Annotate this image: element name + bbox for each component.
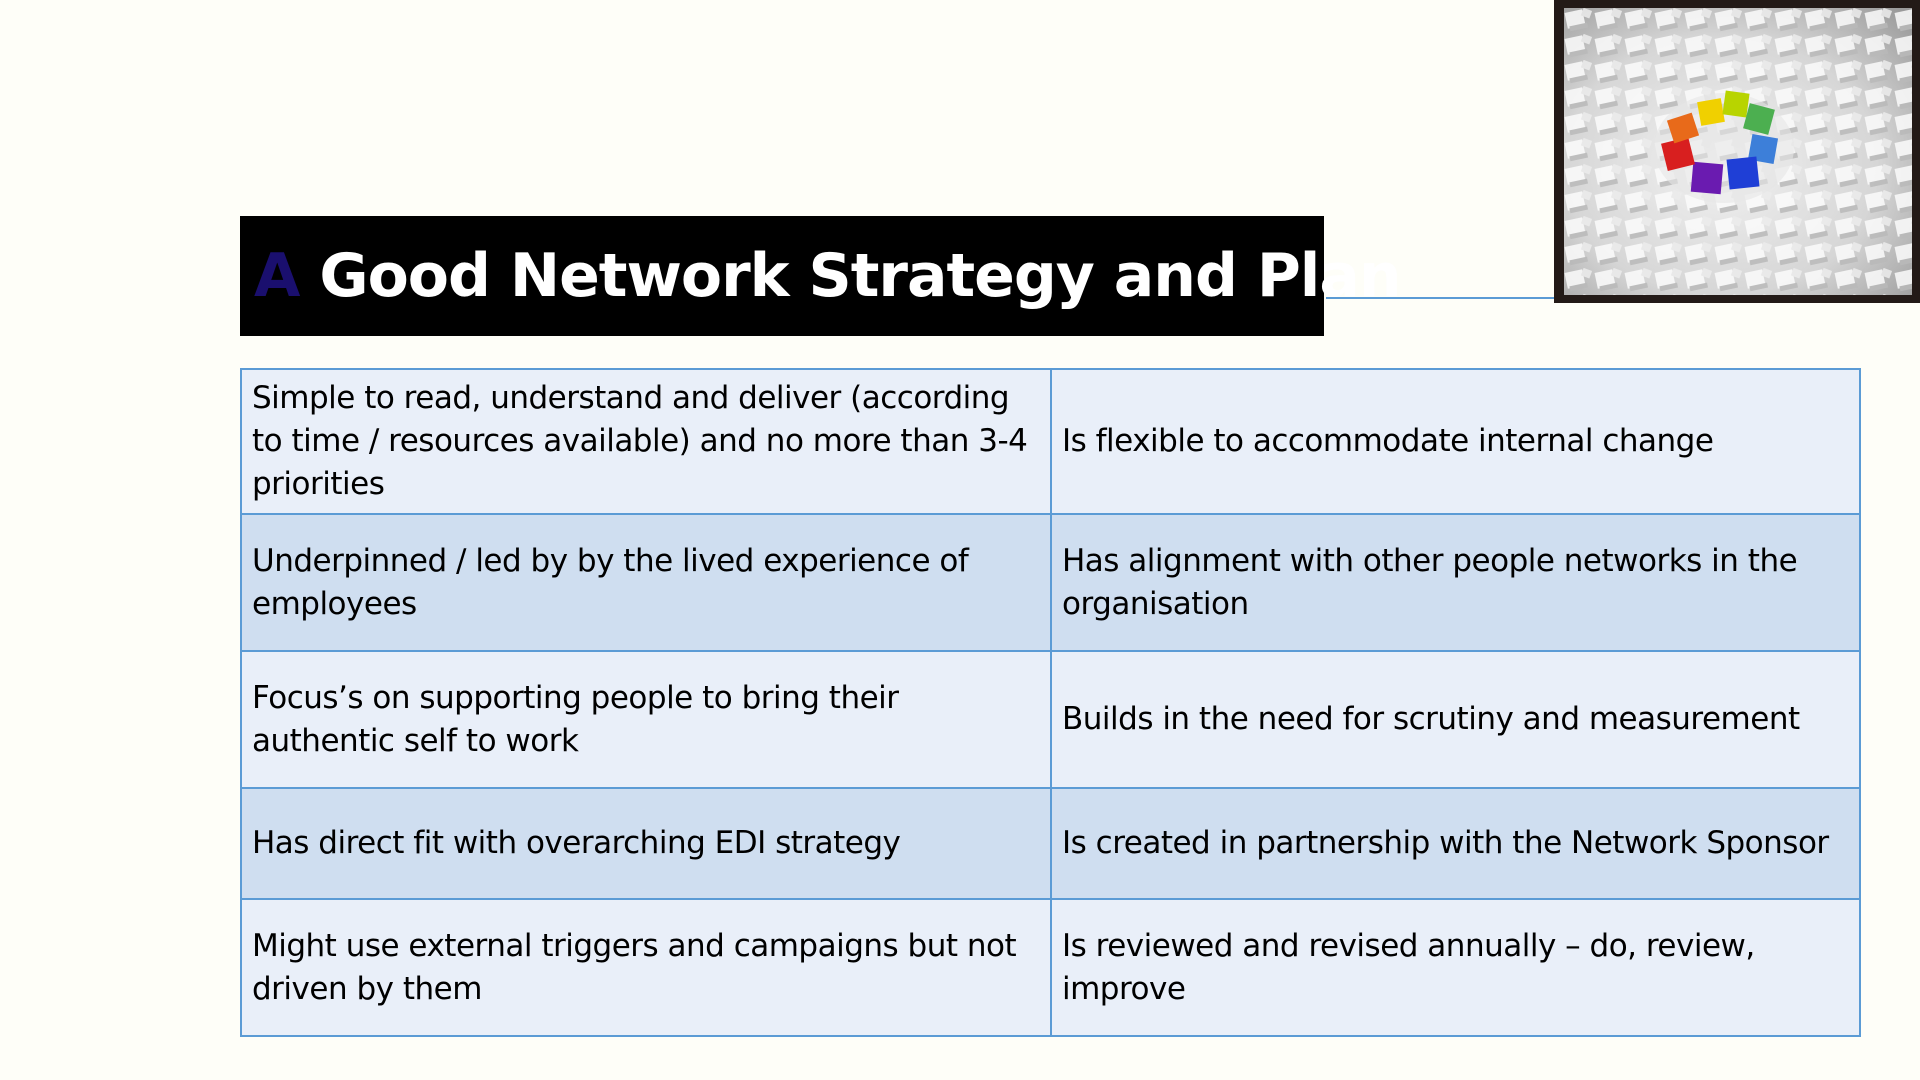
- slide-title: A Good Network Strategy and Plan: [254, 241, 1402, 311]
- table-row: Underpinned / led by by the lived experi…: [240, 513, 1861, 652]
- table-row: Focus’s on supporting people to bring th…: [240, 650, 1861, 789]
- cubes-circle-image: [1554, 0, 1920, 303]
- table-cell-right: Is flexible to accommodate internal chan…: [1050, 368, 1861, 515]
- table-cell-left: Might use external triggers and campaign…: [240, 898, 1052, 1037]
- table-cell-right: Builds in the need for scrutiny and meas…: [1050, 650, 1861, 789]
- table-cell-right: Has alignment with other people networks…: [1050, 513, 1861, 652]
- table-cell-left: Underpinned / led by by the lived experi…: [240, 513, 1052, 652]
- table-cell-left: Focus’s on supporting people to bring th…: [240, 650, 1052, 789]
- table-cell-left: Simple to read, understand and deliver (…: [240, 368, 1052, 515]
- table-row: Might use external triggers and campaign…: [240, 898, 1861, 1037]
- table-cell-right: Is reviewed and revised annually – do, r…: [1050, 898, 1861, 1037]
- slide-title-bar: A Good Network Strategy and Plan: [240, 216, 1402, 336]
- table-cell-right: Is created in partnership with the Netwo…: [1050, 787, 1861, 900]
- title-underline-rule: [1326, 297, 1556, 299]
- cubes-circle-icon: [1564, 8, 1912, 295]
- slide-title-rest: Good Network Strategy and Plan: [299, 241, 1401, 311]
- strategy-table: Simple to read, understand and deliver (…: [240, 368, 1861, 1037]
- table-cell-left: Has direct fit with overarching EDI stra…: [240, 787, 1052, 900]
- table-row: Has direct fit with overarching EDI stra…: [240, 787, 1861, 900]
- table-row: Simple to read, understand and deliver (…: [240, 368, 1861, 515]
- slide-title-first-letter: A: [254, 241, 300, 311]
